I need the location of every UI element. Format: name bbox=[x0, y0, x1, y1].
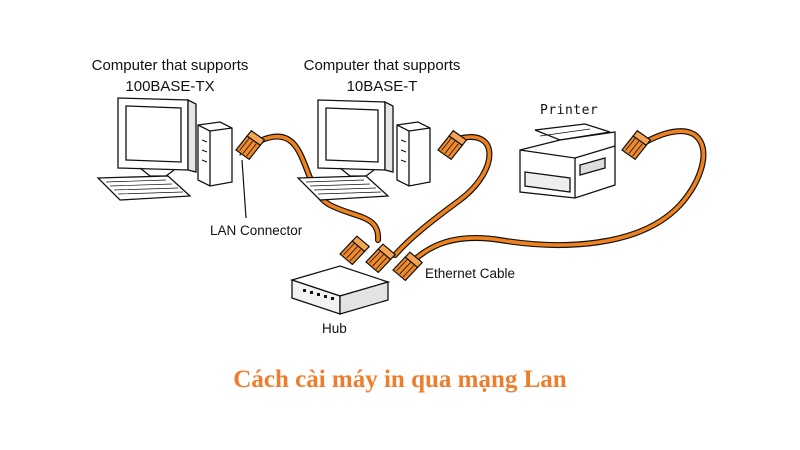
lan-connector-label: LAN Connector bbox=[210, 223, 303, 238]
hub-label: Hub bbox=[322, 321, 347, 336]
ethernet-cables bbox=[239, 128, 707, 265]
printer-icon bbox=[519, 123, 616, 199]
desktop-computer-icon bbox=[296, 99, 431, 201]
lan-connector-leader-line bbox=[241, 159, 247, 219]
ethernet-cable-label: Ethernet Cable bbox=[425, 266, 516, 281]
pc1-label-line2: 100BASE-TX bbox=[125, 78, 215, 95]
pc1-label-line1: Computer that supports bbox=[91, 57, 249, 74]
printer-label: Printer bbox=[540, 103, 599, 118]
pc2-label-line1: Computer that supports bbox=[303, 57, 461, 74]
pc2-label-line2: 10BASE-T bbox=[346, 78, 418, 95]
network-hub-icon bbox=[289, 265, 391, 315]
caption-title: Cách cài máy in qua mạng Lan bbox=[233, 366, 567, 393]
desktop-computer-icon bbox=[96, 97, 233, 201]
